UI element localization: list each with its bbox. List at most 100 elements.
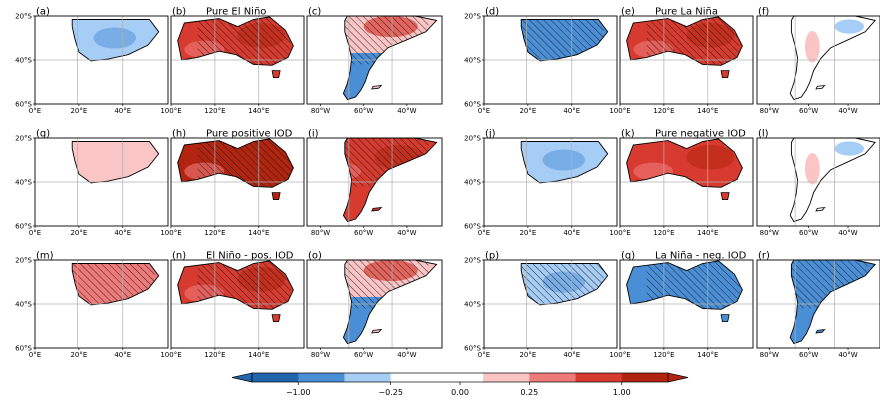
significance-hatching [343,138,429,187]
colorbar-swatch [390,373,438,382]
colorbar-tick-label: −1.00 [286,388,311,397]
lat-tick-label: 20°S [15,257,32,265]
panel-letter: (j) [485,129,496,140]
island-coastline [720,314,730,323]
coastline [626,138,743,188]
coastline [71,19,160,62]
lat-tick-label: 60°S [464,223,481,231]
panel-title: La Niña - neg. IOD [655,251,747,262]
panel-title: Pure La Niña [655,7,718,18]
panel-letter: (d) [485,7,499,18]
lat-tick-label: 40°S [464,301,481,309]
panel-letter: (e) [621,7,635,18]
island-coastline [371,206,383,212]
panel-letter: (f) [758,7,769,18]
lon-tick-label: 40°W [838,229,857,237]
panel-letter: (l) [758,129,769,140]
colorbar-tick-label: 1.00 [613,388,631,397]
lon-tick-label: 40°W [838,107,857,115]
lat-tick-label: 20°S [464,135,481,143]
panel-frame [756,259,880,349]
lat-tick-label: 60°S [15,101,32,109]
panel-letter: (q) [621,251,635,262]
panel-frame [170,15,305,105]
coastline [626,260,743,310]
lon-tick-label: 0°E [29,351,41,359]
lon-tick-label: 120°E [653,229,674,237]
lon-tick-label: 40°E [114,351,131,359]
island-coastline [720,192,730,201]
lon-tick-label: 100°E [160,229,181,237]
panel-frame [619,137,754,227]
panel-letter: (r) [758,251,770,262]
panel-letter: (o) [308,251,322,262]
lon-tick-label: 80°W [760,107,779,115]
lat-tick-label: 60°S [15,345,32,353]
lon-tick-label: 0°E [478,107,490,115]
panel-frame [306,137,443,227]
coastline [789,259,876,345]
lon-tick-label: 0°E [478,351,490,359]
lon-tick-label: 100°E [160,107,181,115]
lon-tick-label: 100°E [609,107,630,115]
lat-tick-label: 20°S [15,13,32,21]
coastline [177,16,294,66]
panel-frame [619,259,754,349]
island-coastline [815,328,826,334]
lon-tick-label: 100°E [160,351,181,359]
panel-letter: (c) [308,7,321,18]
lon-tick-label: 140°E [697,107,718,115]
coastline [789,15,876,101]
panel-e: (e) Pure La Niña 100°E 120°E 140°E [609,7,754,115]
lon-tick-label: 80°W [760,229,779,237]
panel-letter: (b) [172,7,186,18]
lon-tick-label: 0°E [478,229,490,237]
panel-letter: (g) [36,129,50,140]
lon-tick-label: 40°E [563,107,580,115]
panel-letter: (h) [172,129,186,140]
lat-tick-label: 40°S [15,179,32,187]
island-coastline [271,70,281,78]
colorbar-swatch [575,373,623,382]
colorbar-swatch [252,373,299,382]
colorbar-swatch [298,373,345,382]
lon-tick-label: 40°E [114,229,131,237]
lon-tick-label: 120°E [653,351,674,359]
lon-tick-label: 80°W [311,351,330,359]
island-coastline [271,314,281,323]
lon-tick-label: 40°E [114,107,131,115]
lon-tick-label: 80°W [311,229,330,237]
coastline [520,141,609,184]
colorbar-swatch [483,373,530,382]
coastline [71,263,160,306]
significance-hatching [790,260,868,309]
colorbar-swatch [529,373,577,382]
lat-tick-label: 60°S [15,223,32,231]
lon-tick-label: 40°E [563,229,580,237]
lon-tick-label: 40°W [397,107,416,115]
panel-frame [306,259,443,349]
panel-letter: (a) [36,7,50,18]
significance-hatching [343,16,429,65]
panel-title: Pure El Niño [206,7,266,18]
coastline [789,137,876,223]
colorbar-swatch [621,373,669,382]
coastline [342,137,438,223]
lon-tick-label: 20°E [519,229,536,237]
colorbar-tick-label: 0.00 [451,388,469,397]
lat-tick-label: 60°S [464,101,481,109]
coastline [342,15,438,101]
lon-tick-label: 60°W [799,107,818,115]
lon-tick-label: 120°E [653,107,674,115]
panel-f: (f) 80°W 60°W 40°W [756,7,880,115]
